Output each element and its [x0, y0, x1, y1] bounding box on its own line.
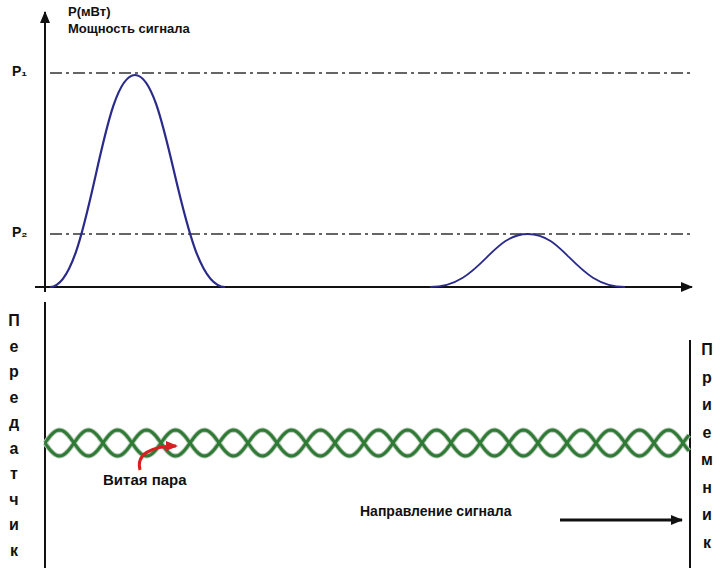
x-axis: [35, 286, 692, 288]
level-label: P₂: [12, 224, 28, 240]
level-label: P₁: [12, 63, 27, 79]
transmitter-label: Передатчик: [6, 308, 22, 563]
p1-level: [50, 72, 690, 73]
pair-wire: [45, 430, 689, 456]
receiver-label: Приемник: [699, 336, 715, 556]
direction-arrow: [560, 519, 682, 522]
axis-title: Мощность сигнала: [68, 21, 190, 36]
p2-level: [50, 233, 690, 234]
twisted-pair: [45, 430, 689, 456]
part-label: Витая пара: [103, 471, 187, 488]
callout-arrow: [139, 446, 176, 470]
pair-wire: [45, 430, 689, 456]
y-axis: [44, 12, 46, 292]
sent-pulse: [50, 75, 225, 287]
receiver-line: [689, 340, 691, 568]
direction-label: Направление сигнала: [360, 503, 512, 519]
received-pulse: [430, 234, 625, 287]
axis-label: P(мВт): [68, 4, 111, 19]
transmitter-line: [44, 302, 46, 568]
pair-wire: [45, 430, 689, 456]
pair-wire: [45, 430, 689, 456]
